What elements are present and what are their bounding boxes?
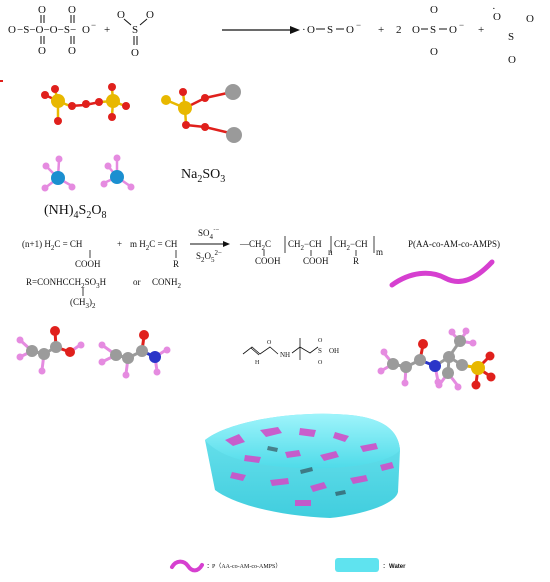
sulfite-s: S [132,24,138,36]
product2-o-right: O [449,24,457,36]
acrylic-acid-cooh: COOH [75,259,101,269]
plus-sign-2: + [378,24,384,36]
sodium-sulfite-label: Na2SO3 [181,167,225,185]
svg-text:(n+1) H2C = CH: (n+1) H2C = CH [22,239,83,252]
amps-o-top: O [318,338,323,344]
subscript-m: m [376,247,383,257]
monomer-r: R [173,259,179,269]
legend: : P（AA-co-AM-co-AMPS） : Water [170,558,406,573]
amps-oh: OH [329,347,339,355]
persulfate-o-top1: O [38,4,46,16]
amps-s: S [318,347,322,355]
reaction-equation: O −S−O−O−S− O − O O O O + S O O O · O S … [8,3,534,66]
product-cooh-1: COOH [255,256,281,266]
persulfate-o-left: O [8,24,16,36]
product3-o2: O [526,13,534,25]
svg-text:m H2C = CH: m H2C = CH [130,239,178,252]
acrylamide-model [98,330,171,379]
svg-text:CH2−CH: CH2−CH [288,239,322,252]
svg-text:CONH2: CONH2 [152,277,182,290]
ammonium-ball-models [41,154,135,192]
radical-dot-2: · [492,3,496,15]
svg-text:S2O52−: S2O52− [196,249,222,264]
svg-text:CH2−CH: CH2−CH [334,239,368,252]
amps-ball-model [377,327,496,391]
product2-charge: − [459,20,464,30]
polymer-plus: + [117,239,122,249]
svg-text:(NH)4S2O8: (NH)4S2O8 [44,203,106,221]
subscript-n: n [328,247,333,257]
legend-polymer-label: P（AA-co-AM-co-AMPS） [212,563,281,570]
product1-s: S [327,24,333,36]
legend-polymer-colon: : [207,561,209,570]
svg-text:SO4·−: SO4·− [198,226,219,241]
product2-o-top: O [430,4,438,16]
sulfite-o2: O [146,9,154,21]
svg-text:Na2SO3: Na2SO3 [181,167,225,185]
product1-o-right: O [346,24,354,36]
product1-o: O [307,24,315,36]
product-cooh-2: COOH [303,256,329,266]
sulfite-o1: O [117,9,125,21]
product1-charge: − [356,20,361,30]
sulfite-o3: O [131,47,139,59]
amps-structure: H O NH S OH O O [242,338,339,366]
hydrogel-block [205,413,400,518]
amps-o: O [267,340,272,346]
product-name: P(AA-co-AM-co-AMPS) [408,239,500,249]
product3-s: S [508,31,514,43]
legend-polymer-icon [170,559,204,573]
product-r: R [353,256,359,266]
sulfite-ball-model [161,84,242,143]
persulfate-o-bot2: O [68,45,76,57]
product2-s: S [430,24,436,36]
radical-dot-1: · [302,24,306,36]
amps-nh: NH [280,351,290,359]
acrylic-acid-model [16,326,85,375]
persulfate-ball-model [41,83,130,125]
persulfate-charge-right: − [91,20,96,30]
r-or: or [133,277,141,287]
product2-o-bot: O [430,46,438,58]
product2-o-left: O [412,24,420,36]
svg-text:(CH3)2: (CH3)2 [70,297,96,310]
product3-o3: O [508,54,516,66]
persulfate-chain: −S−O−O−S− [17,24,76,36]
legend-water-colon: : [383,561,385,570]
plus-sign-3: + [478,24,484,36]
persulfate-o-bot1: O [38,45,46,57]
coefficient-2: 2 [396,24,402,36]
ammonium-persulfate-label: (NH)4S2O8 [44,203,106,221]
polymerization-equation: (n+1) H2C = CH COOH + m H2C = CH R SO4·−… [22,226,500,310]
polymer-chain-icon [389,259,495,288]
plus-sign-1: + [104,24,110,36]
amps-o-bot: O [318,360,323,366]
persulfate-o-right: O [82,24,90,36]
svg-text:R=CONHCCH2SO3H: R=CONHCCH2SO3H [26,277,107,290]
legend-water-icon [335,558,379,572]
product3-o1: O [493,11,501,23]
amps-h: H [255,360,260,366]
legend-water-label: Water [389,564,406,570]
svg-text:—CH2C: —CH2C [239,239,271,252]
persulfate-o-top2: O [68,4,76,16]
